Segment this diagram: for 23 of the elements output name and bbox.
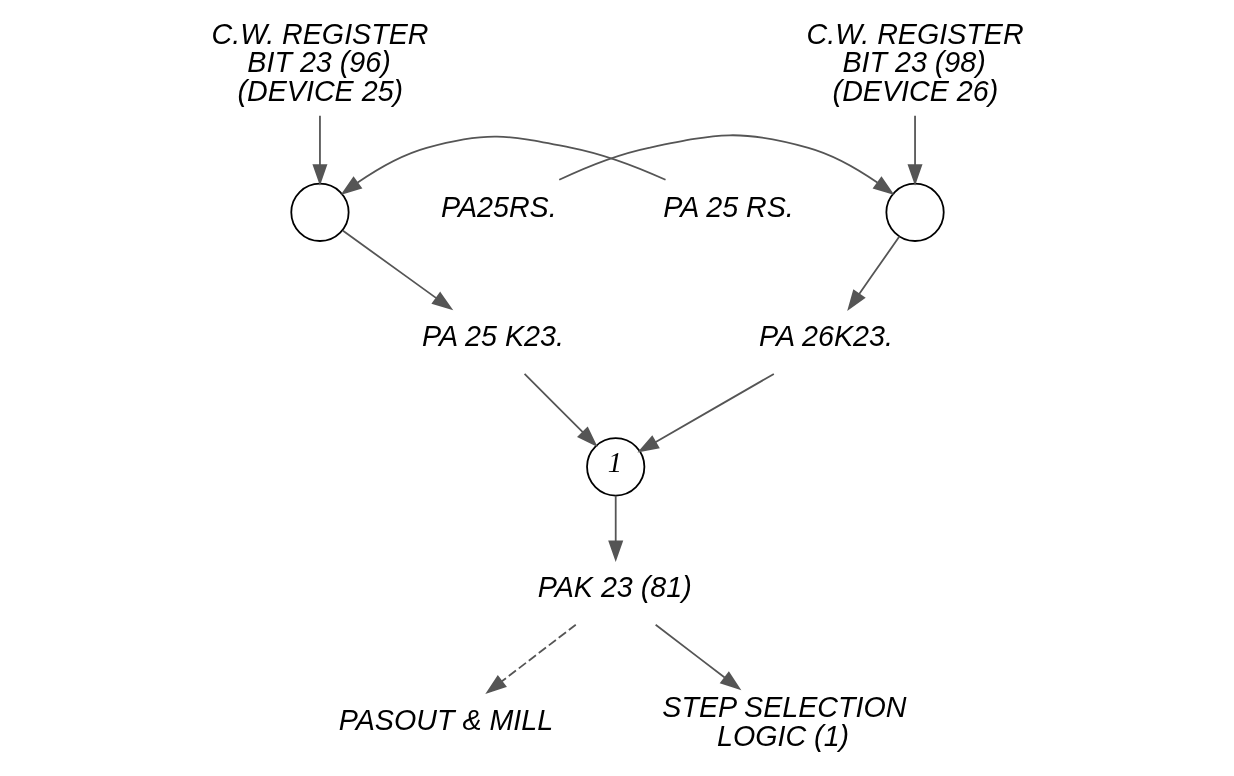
node-circle <box>884 182 945 242</box>
node-circle <box>289 182 350 242</box>
node-text: PA 25 RS. <box>662 191 794 224</box>
arrow <box>636 373 775 453</box>
arrow <box>484 623 577 695</box>
node-text: PA 26K23. <box>758 320 893 353</box>
node-text: C.W. REGISTER BIT 23 (96) (DEVICE 25) <box>211 17 429 107</box>
node-text: PAK 23 (81) <box>537 571 692 604</box>
node-circle: 1 <box>585 437 645 497</box>
arrow <box>654 623 741 691</box>
arrow <box>607 494 623 562</box>
arrow <box>311 114 327 186</box>
arrow <box>523 373 598 447</box>
node-text: C.W. REGISTER BIT 23 (98) (DEVICE 26) <box>806 17 1024 107</box>
node-text: PA 25 K23. <box>421 320 564 353</box>
node-text: PASOUT & MILL <box>338 704 553 736</box>
arrow <box>907 114 923 186</box>
node-text: PA25RS. <box>440 191 557 224</box>
arrow <box>340 135 666 195</box>
node-text: STEP SELECTION LOGIC (1) <box>661 691 906 753</box>
arrow <box>557 134 894 195</box>
arrow <box>846 235 900 312</box>
arrow <box>341 229 453 311</box>
